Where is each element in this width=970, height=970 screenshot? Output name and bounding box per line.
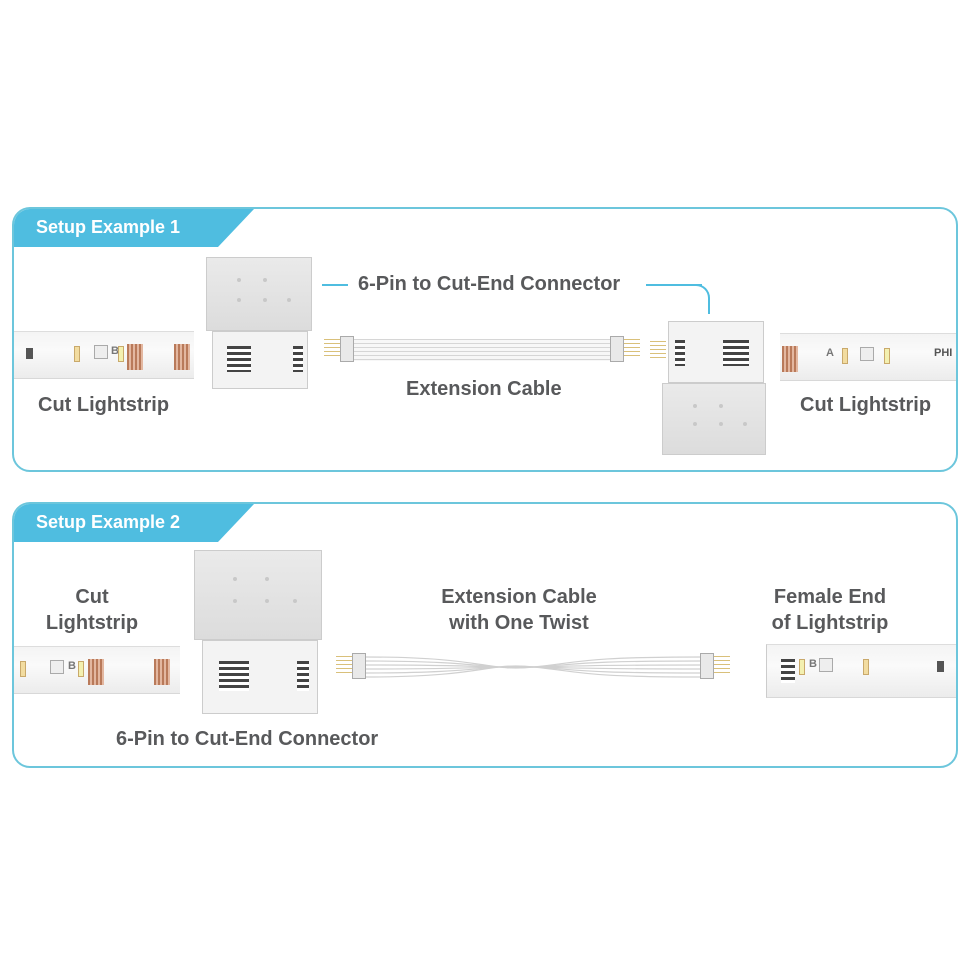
setup-example-2-tab: Setup Example 2 [14,504,254,542]
twisted-extension-cable [366,656,702,678]
left-strip-label-line1: Cut [75,586,109,608]
left-strip-label: Cut Lightstrip [38,394,170,416]
brand-text: PHI [934,347,953,359]
led-icon [78,661,84,677]
strip-marking: B [68,660,76,672]
connector-lid [206,257,312,331]
cable-label: Extension Cable [406,378,562,400]
copper-pads [88,659,104,685]
rgb-led-icon [860,347,874,361]
cable-pins [714,656,730,676]
connector-pins [227,346,251,372]
copper-pads [782,346,798,372]
right-strip-label-line2: of Lightstrip [771,612,889,634]
connector-pins [297,661,309,691]
led-icon [799,659,805,675]
connector-pins [219,661,249,691]
copper-pads [154,659,170,685]
connector-label: 6-Pin to Cut-End Connector [358,273,621,295]
strip-marking: B [809,658,817,670]
rgb-led-icon [94,345,108,359]
setup-example-2-panel: Setup Example 2 Cut Lightstrip B 6-Pin t… [12,502,958,768]
rgb-led-icon [50,660,64,674]
cable-label-line2: with One Twist [449,612,589,634]
cable-label: Extension Cable with One Twist [424,584,614,636]
connector-pins [723,340,749,366]
left-cut-lightstrip: B [14,646,180,694]
right-strip-label-line1: Female End [773,586,887,608]
connector-label: 6-Pin to Cut-End Connector [116,728,379,750]
connector-pins-out [650,341,666,361]
connector-lid [194,550,322,640]
copper-pads [127,344,143,370]
right-strip-label: Female End of Lightstrip [750,584,910,636]
cable-label-line1: Extension Cable [441,586,597,608]
extension-cable [354,339,610,361]
cable-pins [324,339,340,359]
setup-example-1-tab: Setup Example 1 [14,209,254,247]
right-strip-label: Cut Lightstrip [800,394,932,416]
setup-example-1-panel: Setup Example 1 B Cut Lightstrip 6-Pin t… [12,207,958,472]
left-cut-lightstrip: B [14,331,194,379]
left-strip-label-line2: Lightstrip [45,612,139,634]
female-socket-pins [781,659,795,683]
connector-callout-line [694,284,710,314]
cable-pins [336,656,352,676]
cable-plug [700,653,714,679]
copper-pads [174,344,190,370]
connector-pins [293,346,303,372]
connector-pins [675,340,685,366]
resistor-icon [26,348,33,359]
left-strip-label: Cut Lightstrip [34,584,150,636]
resistor-icon [937,661,944,672]
connector-base [202,640,318,714]
female-end-lightstrip: B [766,644,956,698]
led-icon [118,346,124,362]
connector-callout-line [322,284,348,286]
cable-plug [340,336,354,362]
led-icon [20,661,26,677]
rgb-led-icon [819,658,833,672]
cable-plug [610,336,624,362]
led-icon [842,348,848,364]
connector-callout-line [646,284,702,286]
strip-marking: B [111,345,119,357]
strip-marking: A [826,347,834,359]
cable-pins [624,339,640,359]
connector-lid [662,383,766,455]
connector-base [212,331,308,389]
led-icon [884,348,890,364]
cable-plug [352,653,366,679]
led-icon [74,346,80,362]
connector-base [668,321,764,383]
led-icon [863,659,869,675]
right-cut-lightstrip: A PHI [780,333,956,381]
